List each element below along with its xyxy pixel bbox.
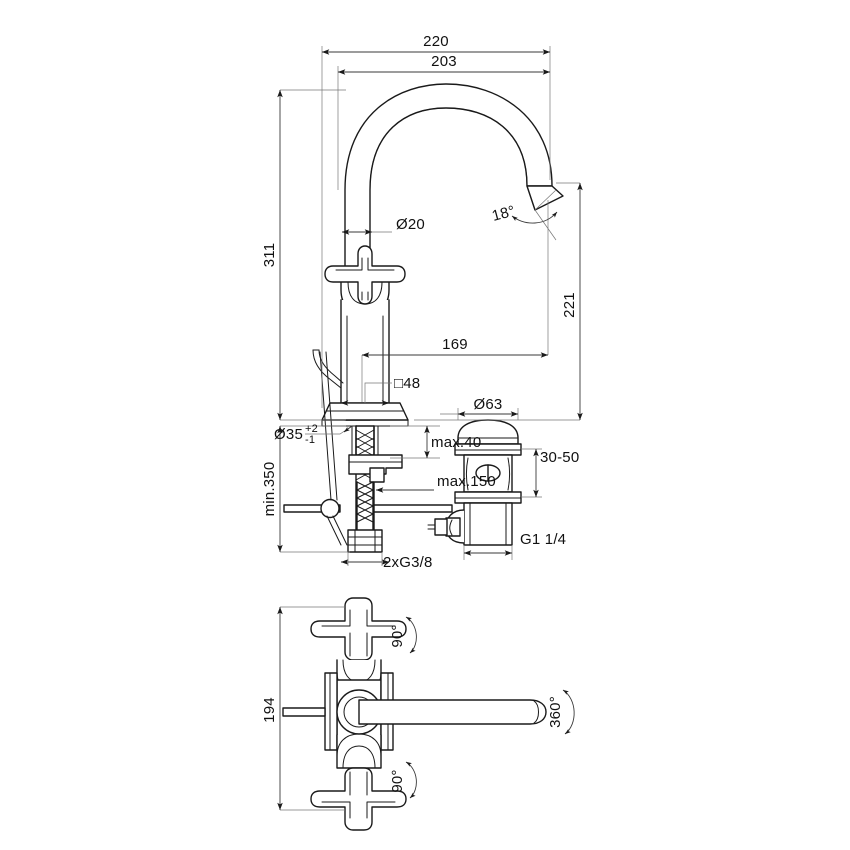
popup-waste-geometry bbox=[427, 419, 522, 546]
dimension-lines-plan: 194 90° 90° 360° bbox=[261, 606, 575, 811]
dim-label-d35-tol-lower: -1 bbox=[305, 434, 315, 446]
dim-label-max150: max.150 bbox=[437, 473, 496, 490]
dim-label-3050: 30-50 bbox=[540, 449, 579, 466]
dim-label-220: 220 bbox=[423, 33, 449, 50]
rotation-arc-bottom bbox=[405, 761, 417, 799]
dim-label-18deg: 18° bbox=[490, 202, 517, 224]
dim-label-d35: Ø35 bbox=[274, 426, 303, 443]
dim-arc-18deg bbox=[511, 211, 558, 224]
dim-label-max40: max.40 bbox=[431, 434, 481, 451]
dim-label-g38: 2xG3/8 bbox=[383, 554, 433, 571]
dim-label-d20: Ø20 bbox=[396, 216, 425, 233]
dim-label-90-top: 90° bbox=[389, 624, 406, 647]
dim-label-194: 194 bbox=[261, 697, 278, 723]
rotation-arc-top bbox=[405, 616, 417, 654]
faucet-elevation-geometry bbox=[283, 83, 564, 553]
dimension-lines-elevation: 220 203 311 min.350 Ø20 □48 Ø35 +2 -1 ma… bbox=[261, 33, 583, 571]
dim-label-d63: Ø63 bbox=[474, 396, 503, 413]
dim-label-90-bottom: 90° bbox=[389, 769, 406, 792]
dim-label-min350: min.350 bbox=[261, 462, 278, 517]
dim-label-sq48: □48 bbox=[394, 375, 420, 392]
dimension-lines-waste: Ø63 30-50 G1 1/4 bbox=[440, 396, 579, 560]
dim-label-311: 311 bbox=[261, 243, 278, 268]
dim-label-203: 203 bbox=[431, 53, 457, 70]
dim-label-d35-tol-upper: +2 bbox=[305, 423, 318, 435]
faucet-plan-geometry bbox=[282, 597, 547, 831]
dim-label-169: 169 bbox=[442, 336, 468, 353]
dim-label-360: 360° bbox=[547, 696, 564, 728]
dim-label-221: 221 bbox=[561, 292, 578, 318]
dim-label-g114: G1 1/4 bbox=[520, 531, 566, 548]
rotation-arc-swivel bbox=[562, 689, 575, 735]
